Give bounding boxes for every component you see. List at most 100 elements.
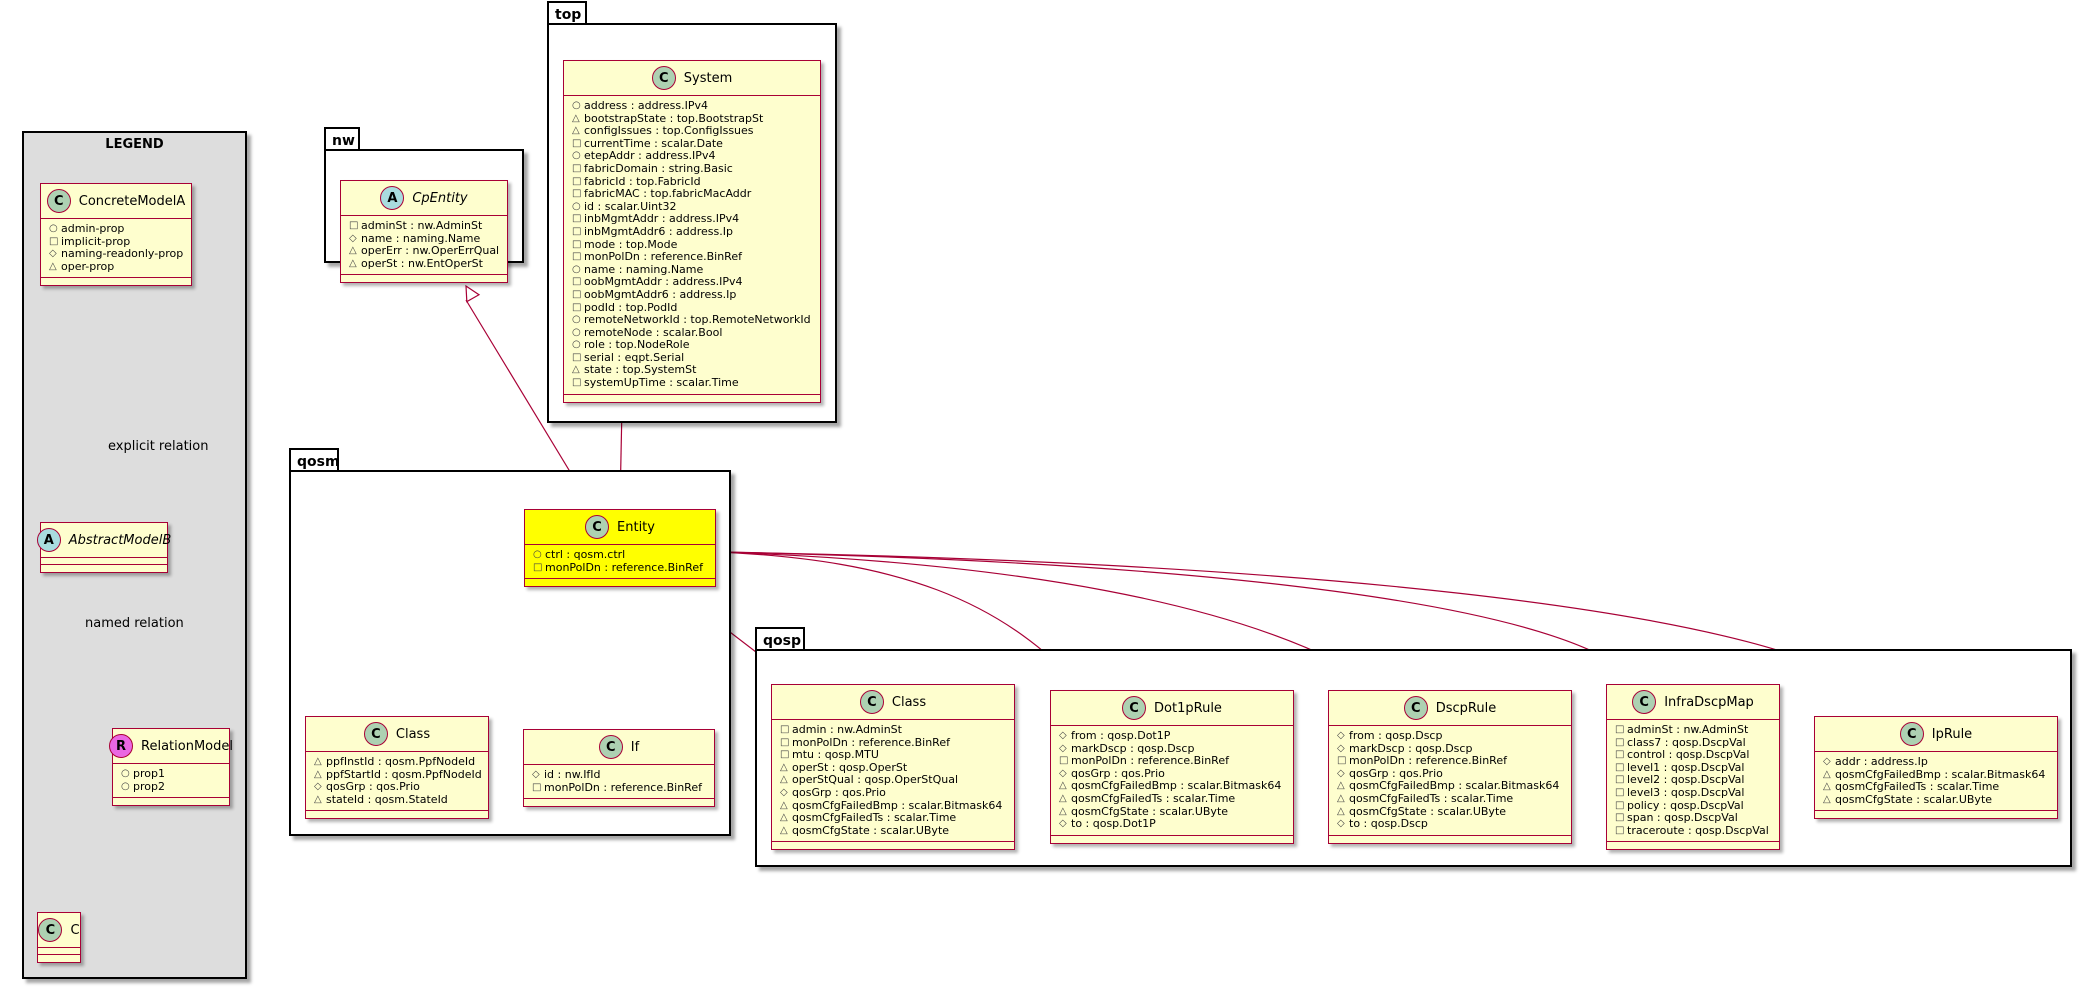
visibility-icon: △ [1823,768,1831,780]
property-row: ○id : scalar.Uint32 [572,199,812,214]
property-row: △oper-prop [49,260,183,274]
stereotype-r-icon: R [109,734,134,758]
property-text: name : naming.Name [361,231,481,245]
class-name: C [70,922,80,938]
stereotype-c-icon: C [1632,690,1657,714]
property-text: markDscp : qosp.Dscp [1349,741,1473,755]
class-header: C Dot1pRule [1051,691,1293,726]
property-text: inbMgmtAddr : address.IPv4 [584,212,740,226]
property-text: currentTime : scalar.Date [584,136,723,150]
inheritance-arrowhead [465,284,481,303]
property-text: from : qosp.Dscp [1349,729,1443,742]
property-text: markDscp : qosp.Dscp [1071,741,1195,755]
property-text: level1 : qosp.DscpVal [1627,760,1745,774]
visibility-icon: □ [572,238,582,250]
class-name: IpRule [1931,726,1973,742]
visibility-icon: △ [780,774,788,786]
class-properties: ○admin-prop□implicit-prop◇naming-readonl… [41,219,191,279]
property-row: □adminSt : nw.AdminSt [1615,723,1771,737]
visibility-icon: △ [349,257,357,269]
property-row: □monPolDn : reference.BinRef [780,736,1006,750]
property-text: oobMgmtAddr : address.IPv4 [584,275,743,289]
property-row: □oobMgmtAddr : address.IPv4 [572,276,812,289]
property-row: ○prop2 [121,780,221,794]
property-text: level3 : qosp.DscpVal [1627,785,1745,799]
class-name: CpEntity [412,190,468,206]
visibility-icon: □ [1615,736,1625,748]
property-text: ctrl : qosm.ctrl [545,548,626,561]
property-text: id : scalar.Uint32 [584,199,677,213]
property-row: ○remoteNetworkId : top.RemoteNetworkId [572,313,812,327]
property-row: ◇markDscp : qosp.Dscp [1337,741,1563,756]
property-row: □policy : qosp.DscpVal [1615,799,1771,813]
class-name: System [683,70,733,86]
class-properties: ◇from : qosp.Dscp◇markDscp : qosp.Dscp□m… [1329,726,1571,836]
property-text: name : naming.Name [584,262,704,276]
visibility-icon: □ [572,225,582,237]
property-text: operStQual : qosp.OperStQual [792,773,958,787]
class-header: R RelationModel [109,729,233,764]
visibility-icon: ◇ [1059,742,1067,754]
property-text: mode : top.Mode [584,237,678,251]
class-name: RelationModel [141,738,233,754]
class-name: DscpRule [1435,700,1497,716]
property-text: from : qosp.Dot1P [1071,729,1171,742]
property-row: ○ctrl : qosm.ctrl [533,548,707,562]
property-text: monPolDn : reference.BinRef [1349,754,1507,768]
stereotype-c-icon: C [1122,696,1147,720]
property-text: qosmCfgFailedBmp : scalar.Bitmask64 [792,798,1003,812]
visibility-icon: △ [1059,780,1067,792]
visibility-icon: □ [572,288,582,300]
visibility-icon: □ [1059,755,1069,767]
visibility-icon: ○ [533,549,542,560]
stereotype-c-icon: C [1899,722,1924,746]
class-properties: ○ctrl : qosm.ctrl□monPolDn : reference.B… [525,545,715,580]
property-text: monPolDn : reference.BinRef [584,250,742,264]
property-row: △bootstrapState : top.BootstrapSt [572,112,812,126]
property-text: admin : nw.AdminSt [792,723,902,736]
property-text: inbMgmtAddr6 : address.Ip [584,224,733,238]
property-row: ◇id : nw.IfId [532,768,706,782]
class-name: Dot1pRule [1154,700,1222,716]
visibility-icon: □ [1337,755,1347,767]
visibility-icon: ◇ [1059,818,1067,830]
property-text: qosmCfgFailedBmp : scalar.Bitmask64 [1071,779,1282,793]
visibility-icon: ○ [572,200,581,212]
property-row: ◇from : qosp.Dot1P [1059,729,1285,743]
property-row: △ppfStartId : qosm.PpfNodeId [314,768,482,782]
property-text: etepAddr : address.IPv4 [584,149,716,163]
property-text: remoteNetworkId : top.RemoteNetworkId [584,313,811,327]
visibility-icon: □ [572,175,582,187]
stereotype-c-icon: C [46,189,71,213]
property-text: fabricMAC : top.fabricMacAddr [584,187,752,201]
class-properties: △ppfInstId : qosm.PpfNodeId△ppfStartId :… [306,752,488,812]
property-text: admin-prop [61,222,125,235]
visibility-icon: △ [572,364,580,376]
visibility-icon: ○ [572,150,581,162]
class-name: Entity [617,519,655,535]
visibility-icon: □ [1615,749,1625,761]
visibility-icon: ○ [121,768,130,779]
property-text: state : top.SystemSt [584,363,697,377]
property-row: □inbMgmtAddr6 : address.Ip [572,224,812,239]
